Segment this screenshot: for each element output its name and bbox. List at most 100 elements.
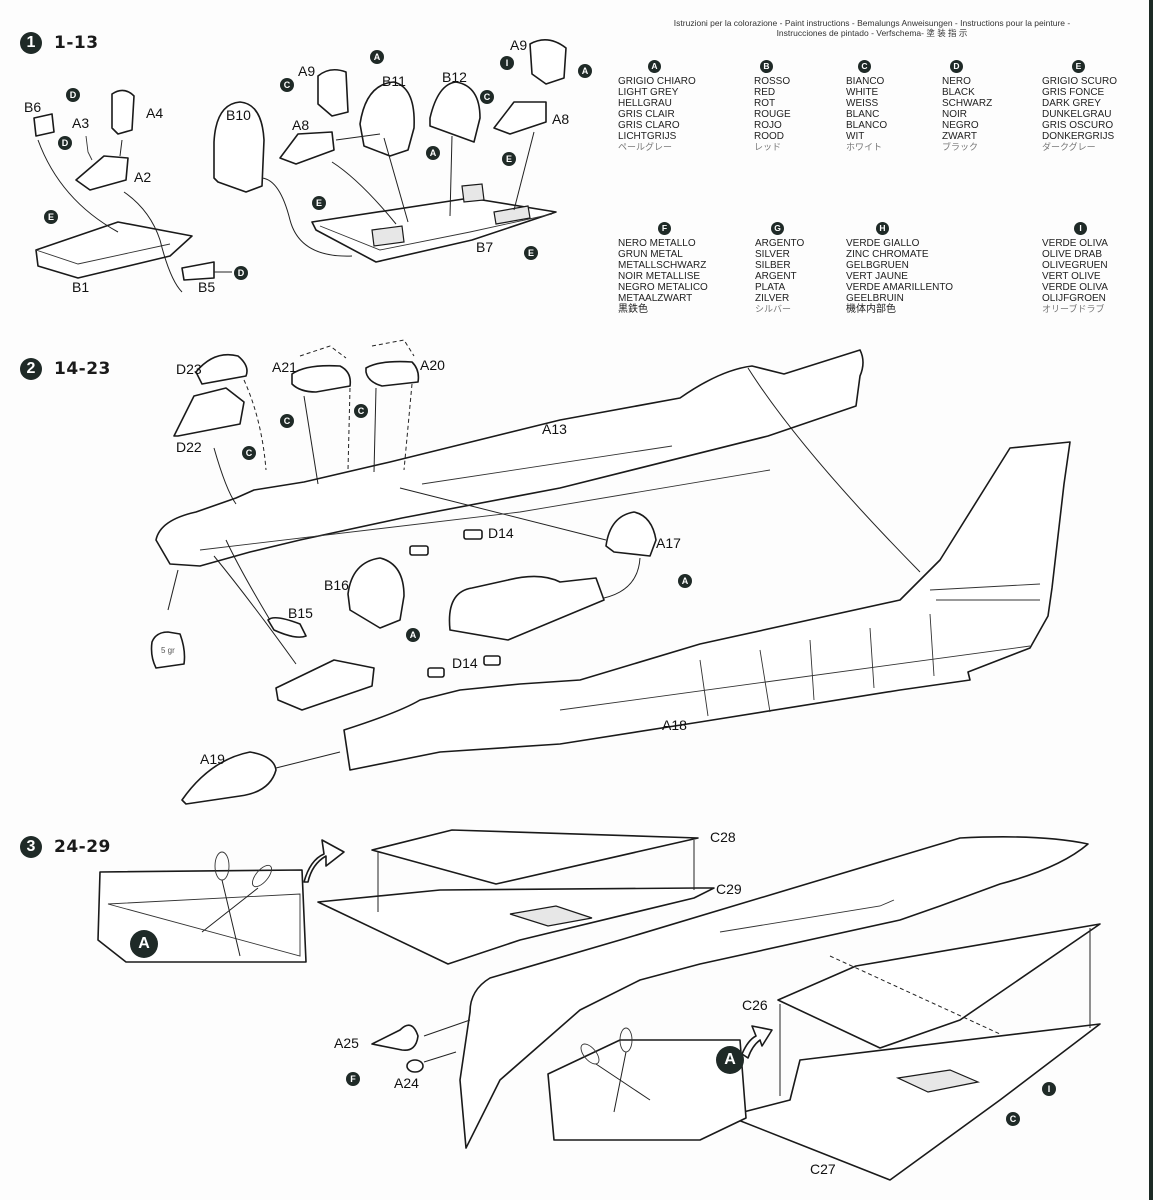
color-name: NOIR xyxy=(942,109,967,120)
color-name: SCHWARZ xyxy=(942,98,993,109)
part-cockpit-tub xyxy=(448,575,605,641)
color-name: VERT JAUNE xyxy=(846,271,908,282)
part-d14-lower-b xyxy=(483,655,501,666)
color-name-japanese: ダークグレー xyxy=(1042,142,1096,152)
part-c29-wing-lower xyxy=(317,887,715,965)
cutting-detail-inset-left xyxy=(97,869,307,963)
part-c26-wing-upper xyxy=(777,923,1101,1049)
color-callout: C xyxy=(354,404,368,418)
part-label: A8 xyxy=(292,117,310,133)
part-label: A3 xyxy=(72,115,90,131)
scissors-icon-right xyxy=(580,1027,651,1113)
part-label: B15 xyxy=(288,605,313,621)
part-d23-canopy xyxy=(195,353,248,385)
color-callout: C xyxy=(242,446,256,460)
step3-drawing xyxy=(97,829,1101,1181)
color-callout: F xyxy=(346,1072,360,1086)
color-name: GEELBRUIN xyxy=(846,293,904,304)
color-name: DARK GREY xyxy=(1042,98,1101,109)
color-callout: D xyxy=(234,266,248,280)
color-code-badge: F xyxy=(658,222,671,235)
color-name: VERDE OLIVA xyxy=(1042,282,1108,293)
part-label: A13 xyxy=(542,421,567,437)
part-nose-weight xyxy=(150,631,186,669)
part-d14-upper-a xyxy=(409,545,429,556)
part-label: B11 xyxy=(382,73,406,89)
color-code-badge: A xyxy=(648,60,661,73)
part-a20-canopy xyxy=(365,360,420,387)
part-a21-canopy xyxy=(291,364,352,393)
part-label: A19 xyxy=(200,751,225,767)
part-label: A8 xyxy=(552,111,570,127)
part-a18-fuselage-half xyxy=(343,441,1071,771)
part-label: D22 xyxy=(176,439,202,455)
color-name: GRUN METAL xyxy=(618,249,683,260)
part-b15 xyxy=(267,616,307,638)
part-b16-bulkhead xyxy=(347,557,405,629)
step-range: 24-29 xyxy=(54,837,111,857)
color-name-japanese: 機体内部色 xyxy=(846,304,896,315)
color-name: SILVER xyxy=(755,249,790,260)
part-d14-upper-b xyxy=(463,529,483,540)
paint-color-f: F NERO METALLO GRUN METAL METALLSCHWARZ … xyxy=(618,222,708,315)
part-a25-exhaust xyxy=(371,1024,419,1052)
part-label: B12 xyxy=(442,69,467,85)
part-b11-bulkhead xyxy=(359,81,415,157)
color-callout: C xyxy=(280,78,294,92)
color-name: METALLSCHWARZ xyxy=(618,260,707,271)
step-number: 1 xyxy=(20,32,42,54)
step-3-header: 3 24-29 xyxy=(20,836,111,858)
color-name: ARGENTO xyxy=(755,238,805,249)
color-name: VERDE AMARILLENTO xyxy=(846,282,954,293)
color-name: VERDE GIALLO xyxy=(846,238,920,249)
color-name: OLIJFGROEN xyxy=(1042,293,1106,304)
part-label: C27 xyxy=(810,1161,836,1177)
part-label: A17 xyxy=(656,535,681,551)
part-label: A18 xyxy=(662,717,687,733)
part-a9-headrest-left xyxy=(317,68,349,117)
part-label: B16 xyxy=(324,577,349,593)
paint-header-line-1: Istruzioni per la colorazione - Paint in… xyxy=(673,18,1071,28)
part-a19-nose-cone xyxy=(181,751,277,805)
color-name: GRIGIO CHIARO xyxy=(618,76,696,87)
paint-color-e: E GRIGIO SCURO GRIS FONCE DARK GREY DUNK… xyxy=(1042,60,1117,153)
color-name: GRIS CLARO xyxy=(618,120,680,131)
weight-label: 5 gr xyxy=(161,646,175,655)
part-label: A25 xyxy=(334,1035,359,1051)
color-callout: A xyxy=(370,50,384,64)
color-callout: A xyxy=(406,628,420,642)
color-code-badge: E xyxy=(1072,60,1085,73)
part-label: D14 xyxy=(452,655,478,671)
color-name: OLIVEGRUEN xyxy=(1042,260,1108,271)
color-name: ARGENT xyxy=(755,271,797,282)
part-label: D14 xyxy=(488,525,514,541)
part-label: A21 xyxy=(272,359,297,375)
color-name: WEISS xyxy=(846,98,879,109)
part-label: B1 xyxy=(72,279,90,295)
scissors-icon-left xyxy=(201,851,272,957)
step-number: 3 xyxy=(20,836,42,858)
part-b1-floor xyxy=(35,221,193,279)
color-name: ZILVER xyxy=(755,293,790,304)
part-label: A9 xyxy=(298,63,316,79)
part-b6-box xyxy=(33,113,55,137)
color-name: SILBER xyxy=(755,260,791,271)
color-name: BLANCO xyxy=(846,120,888,131)
color-name: BIANCO xyxy=(846,76,885,87)
color-name: GRIS OSCURO xyxy=(1042,120,1114,131)
part-label: A2 xyxy=(134,169,152,185)
color-name: DONKERGRIJS xyxy=(1042,131,1115,142)
paint-color-a: A GRIGIO CHIARO LIGHT GREY HELLGRAU GRIS… xyxy=(618,60,696,153)
color-name: NEGRO xyxy=(942,120,979,131)
part-label: A4 xyxy=(146,105,164,121)
color-name: BLANC xyxy=(846,109,880,120)
color-code-badge: I xyxy=(1074,222,1087,235)
color-callout: E xyxy=(312,196,326,210)
paint-color-c: C BIANCO WHITE WEISS BLANC BLANCO WIT ホワ… xyxy=(846,60,887,153)
color-name-japanese: 黒鉄色 xyxy=(618,304,648,315)
color-callout: E xyxy=(502,152,516,166)
color-name: ZWART xyxy=(942,131,977,142)
color-code-badge: G xyxy=(771,222,784,235)
part-label: A24 xyxy=(394,1075,419,1091)
